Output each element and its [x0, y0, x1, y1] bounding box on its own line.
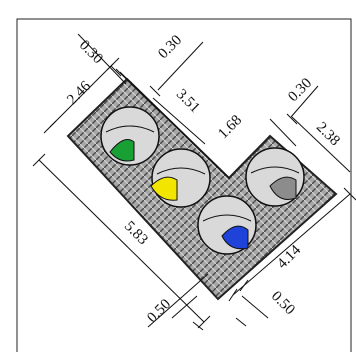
- lamp-yellow: [150, 148, 211, 208]
- lamp-gray: [245, 147, 305, 207]
- dim-left-side: 2.46: [64, 78, 94, 108]
- dim-right-clearance: 0.30: [285, 75, 315, 105]
- dim-bottom-right-clearance: 0.50: [268, 288, 298, 318]
- dim-notch-edge: 1.68: [215, 112, 245, 142]
- dim-top-right-clearance: 0.30: [155, 32, 185, 62]
- dim-long-side: 5.83: [121, 218, 151, 248]
- dim-upper-edge: 3.51: [173, 86, 203, 116]
- lamp-blue: [197, 195, 257, 255]
- dim-right-side: 2.38: [313, 119, 343, 149]
- lamp-green: [100, 106, 160, 166]
- dim-bottom-left-clearance: 0.50: [144, 296, 174, 326]
- dim-bottom-right-side: 4.14: [274, 242, 304, 272]
- dim-top-left-clearance: 0.30: [76, 37, 106, 67]
- dimension-lines: [32, 33, 356, 331]
